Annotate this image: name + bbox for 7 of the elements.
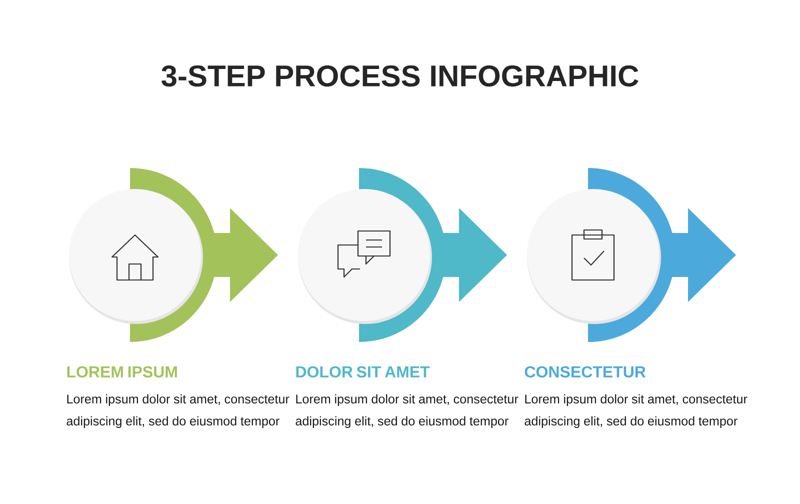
step-heading: DOLOR SIT AMET [296, 366, 430, 378]
step-heading: CONSECTETUR [524, 366, 646, 378]
step-description: Lorem ipsum dolor sit amet, consectetur adipiscing elit, sed do eiusmod tempor [66, 394, 290, 428]
step-description: Lorem ipsum dolor sit amet, consectetur adipiscing elit, sed do eiusmod tempor [296, 394, 518, 428]
step-heading: LOREM IPSUM [67, 366, 177, 378]
title: 3-STEP PROCESS INFOGRAPHIC [162, 65, 638, 87]
step-description: Lorem ipsum dolor sit amet, consectetur adipiscing elit, sed do eiusmod tempor [524, 394, 748, 428]
